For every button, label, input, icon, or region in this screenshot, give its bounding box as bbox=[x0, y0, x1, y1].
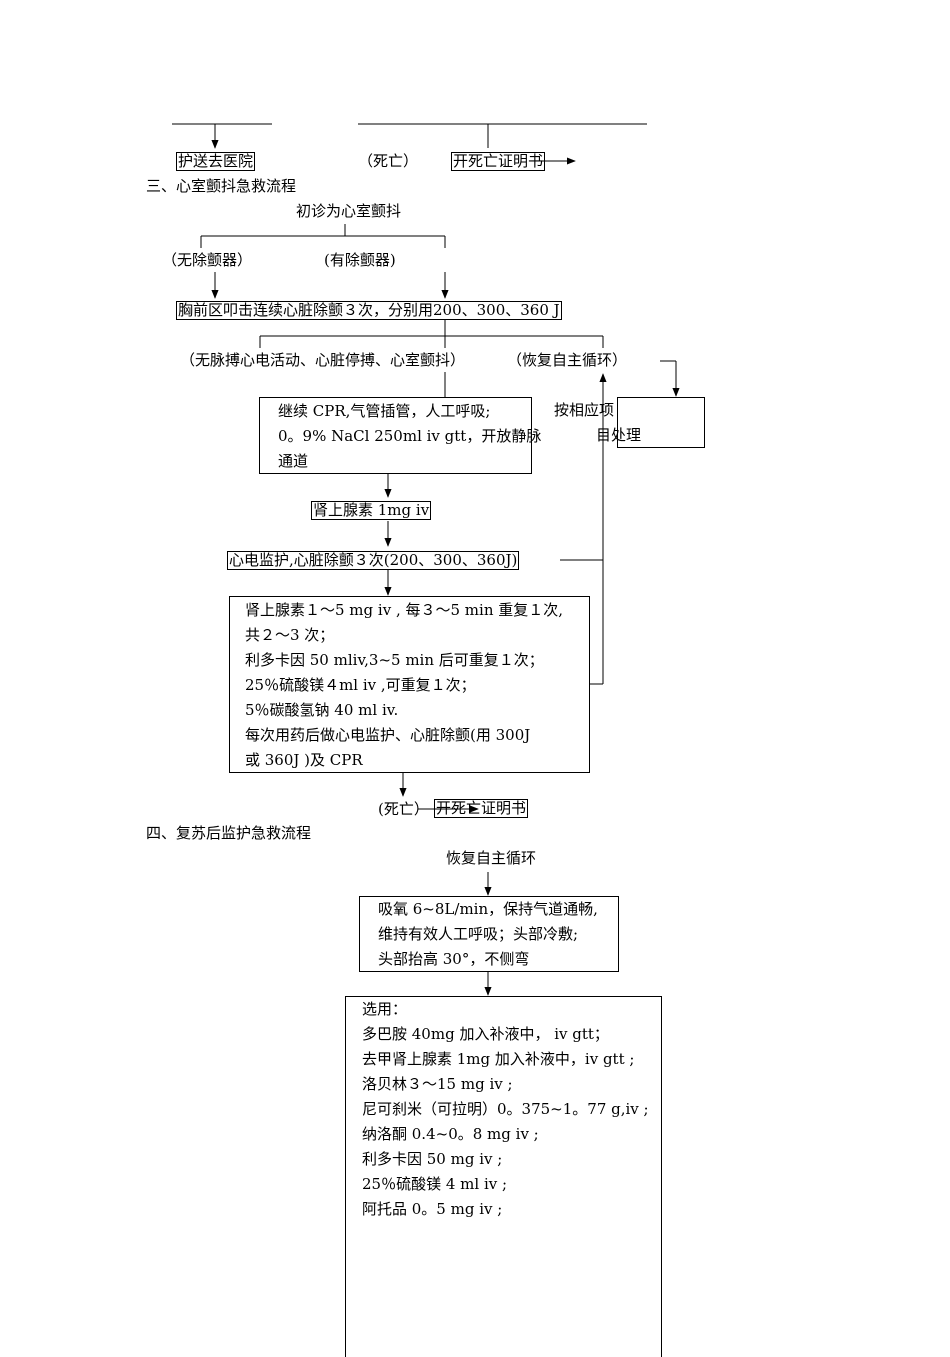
drug-selection-box: 选用： 多巴胺 40mg 加入补液中， iv gtt； 去甲肾上腺素 1mg 加… bbox=[345, 996, 662, 1357]
death-certificate-box-top: 开死亡证明书 bbox=[451, 152, 546, 171]
select-line-9: 阿托品 0。5 mg iv ; bbox=[362, 1200, 503, 1218]
select-line-5: 尼可刹米（可拉明）0。375~1。77 g,iv ; bbox=[362, 1100, 649, 1118]
ecg-defib-box: 心电监护,心脏除颤３次(200、300、360J) bbox=[227, 551, 520, 570]
with-defibrillator-label: (有除颤器) bbox=[324, 251, 396, 269]
continue-cpr-box: 继续 CPR,气管插管，人工呼吸; 0。9% NaCl 250ml iv gtt… bbox=[259, 397, 541, 474]
treat-accordingly-box bbox=[617, 397, 705, 448]
select-line-1: 选用： bbox=[362, 1000, 408, 1018]
death-label: (死亡） bbox=[378, 800, 429, 818]
continue-line-1: 继续 CPR,气管插管，人工呼吸; bbox=[278, 402, 491, 420]
select-line-3: 去甲肾上腺素 1mg 加入补液中，iv gtt ; bbox=[362, 1050, 635, 1068]
recover-circulation-title: 恢复自主循环 bbox=[446, 849, 537, 867]
oxygen-line-2: 维持有效人工呼吸；头部冷敷; bbox=[378, 925, 579, 943]
death-certificate-box: 开死亡证明书 bbox=[434, 799, 529, 818]
recovered-circulation-label: （恢复自主循环） bbox=[507, 351, 628, 369]
precordial-thump-box: 胸前区叩击连续心脏除颤３次，分别用200、300、360 J bbox=[176, 301, 562, 320]
drug-line-7: 或 360J )及 CPR bbox=[245, 751, 363, 769]
select-line-4: 洛贝林３～15 mg iv ; bbox=[362, 1075, 513, 1093]
oxygen-line-1: 吸氧 6~8L/min，保持气道通畅, bbox=[378, 900, 598, 918]
treat-side-line-2: 目处理 bbox=[596, 426, 642, 444]
select-line-8: 25％硫酸镁 4 ml iv ; bbox=[362, 1175, 508, 1193]
death-label-top: （死亡） bbox=[358, 152, 419, 170]
section4-heading: 四、复苏后监护急救流程 bbox=[146, 824, 312, 842]
treat-side-line-1: 按相应项 bbox=[554, 401, 615, 419]
no-pulse-label: （无脉搏心电活动、心脏停搏、心室颤抖） bbox=[180, 351, 466, 369]
drug-line-6: 每次用药后做心电监护、心脏除颤(用 300J bbox=[245, 726, 531, 744]
oxygen-line-3: 头部抬高 30°，不侧弯 bbox=[378, 950, 530, 968]
drug-line-2: 共２～3 次； bbox=[245, 626, 335, 644]
no-defibrillator-label: （无除颤器） bbox=[162, 251, 253, 269]
epinephrine-box: 肾上腺素 1mg iv bbox=[311, 501, 432, 520]
drug-line-3: 利多卡因 50 mliv,3~5 min 后可重复１次； bbox=[245, 651, 544, 669]
drug-therapy-box: 肾上腺素１～5 mg iv , 每３～5 min 重复１次, 共２～3 次； 利… bbox=[229, 596, 590, 773]
section3-heading: 三、心室颤抖急救流程 bbox=[146, 177, 297, 195]
continue-line-2: 0。9% NaCl 250ml iv gtt，开放静脉 bbox=[278, 427, 542, 445]
select-line-6: 纳洛酮 0.4~0。8 mg iv ; bbox=[362, 1125, 539, 1143]
drug-line-5: 5％碳酸氢钠 40 ml iv. bbox=[245, 701, 399, 719]
continue-line-3: 通道 bbox=[278, 452, 309, 470]
select-line-2: 多巴胺 40mg 加入补液中， iv gtt； bbox=[362, 1025, 609, 1043]
hospital-transfer-box: 护送去医院 bbox=[176, 152, 256, 171]
select-line-7: 利多卡因 50 mg iv ; bbox=[362, 1150, 503, 1168]
drug-line-4: 25％硫酸镁４ml iv ,可重复１次； bbox=[245, 676, 476, 694]
initial-diagnosis: 初诊为心室颤抖 bbox=[296, 202, 402, 220]
drug-line-1: 肾上腺素１～5 mg iv , 每３～5 min 重复１次, bbox=[245, 601, 564, 619]
oxygen-box: 吸氧 6~8L/min，保持气道通畅, 维持有效人工呼吸；头部冷敷; 头部抬高 … bbox=[359, 896, 619, 972]
